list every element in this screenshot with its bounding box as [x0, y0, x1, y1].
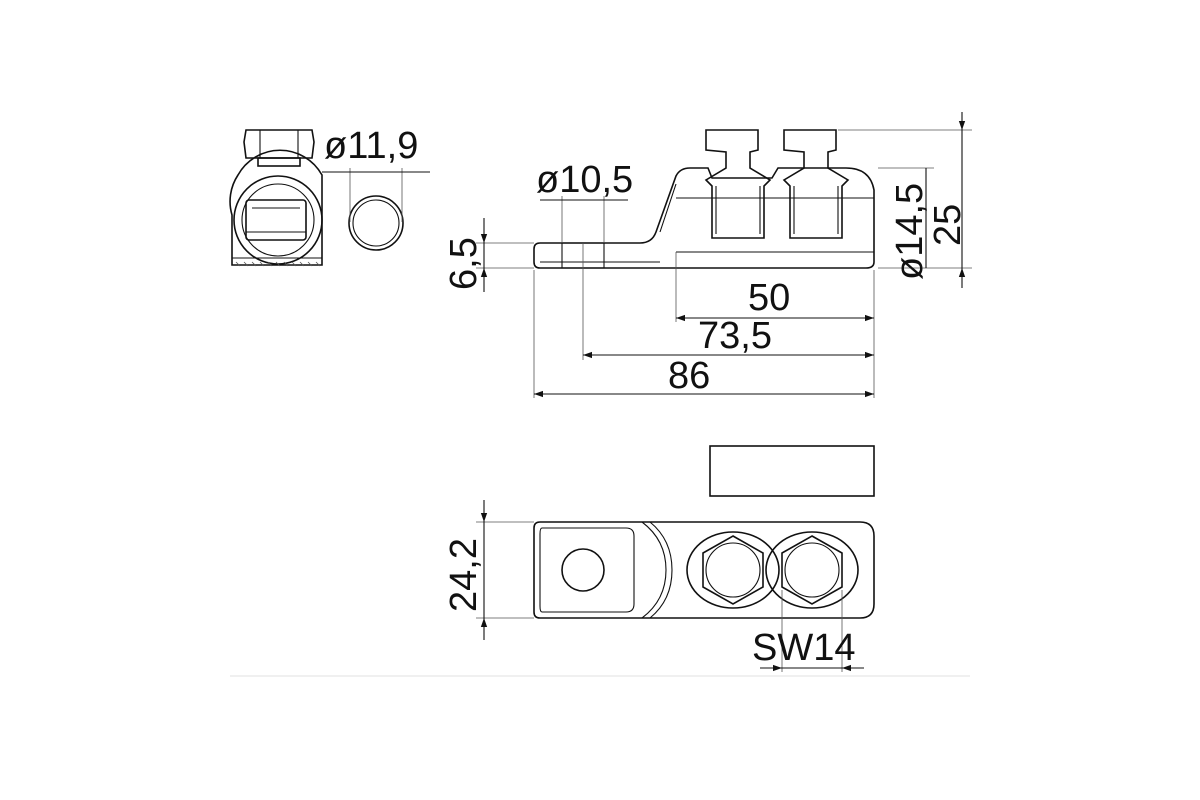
barrel-end: [229, 149, 323, 267]
bolt-head-end: [243, 129, 315, 167]
dim-overall-width: 24,2: [443, 500, 534, 640]
label-hole-to-end: 73,5: [698, 315, 772, 357]
label-barrel-diameter: ø14,5: [889, 183, 931, 280]
bolt-1-top: [686, 531, 780, 609]
dim-hole-to-end: 73,5: [583, 315, 874, 359]
dim-barrel-diameter: ø14,5: [878, 167, 934, 280]
dim-cable-diameter: ø11,9: [322, 125, 430, 222]
cable-section: [348, 195, 404, 251]
lug-side-outline: [533, 167, 875, 269]
end-view: ø11,9: [229, 125, 430, 267]
side-view: ø10,5 6,5 ø14,5 25: [443, 112, 972, 398]
label-overall-height: 25: [927, 204, 969, 246]
tongue-hole-top: [561, 548, 605, 592]
label-overall-width: 24,2: [443, 538, 485, 612]
bolt-2-side: [782, 129, 850, 239]
label-tongue-thickness: 6,5: [443, 237, 485, 290]
lug-top-outline: [533, 521, 875, 619]
dim-wrench-size: SW14: [752, 590, 864, 672]
dim-barrel-length: 50: [676, 277, 874, 322]
dim-tongue-thickness: 6,5: [443, 218, 534, 292]
dim-overall-height: 25: [838, 112, 972, 288]
label-barrel-length: 50: [748, 277, 790, 319]
dim-hole-diameter: ø10,5: [536, 159, 633, 242]
label-overall-length: 86: [668, 355, 710, 397]
insulating-sleeve: [709, 445, 875, 497]
bolt-2-top: [765, 531, 859, 609]
dim-overall-length: 86: [534, 355, 874, 398]
label-hole-diameter: ø10,5: [536, 159, 633, 201]
label-wrench-size: SW14: [752, 627, 855, 669]
top-view: 24,2 SW14: [443, 500, 875, 672]
bolt-1-side: [704, 129, 772, 239]
label-cable-diameter: ø11,9: [324, 125, 418, 167]
